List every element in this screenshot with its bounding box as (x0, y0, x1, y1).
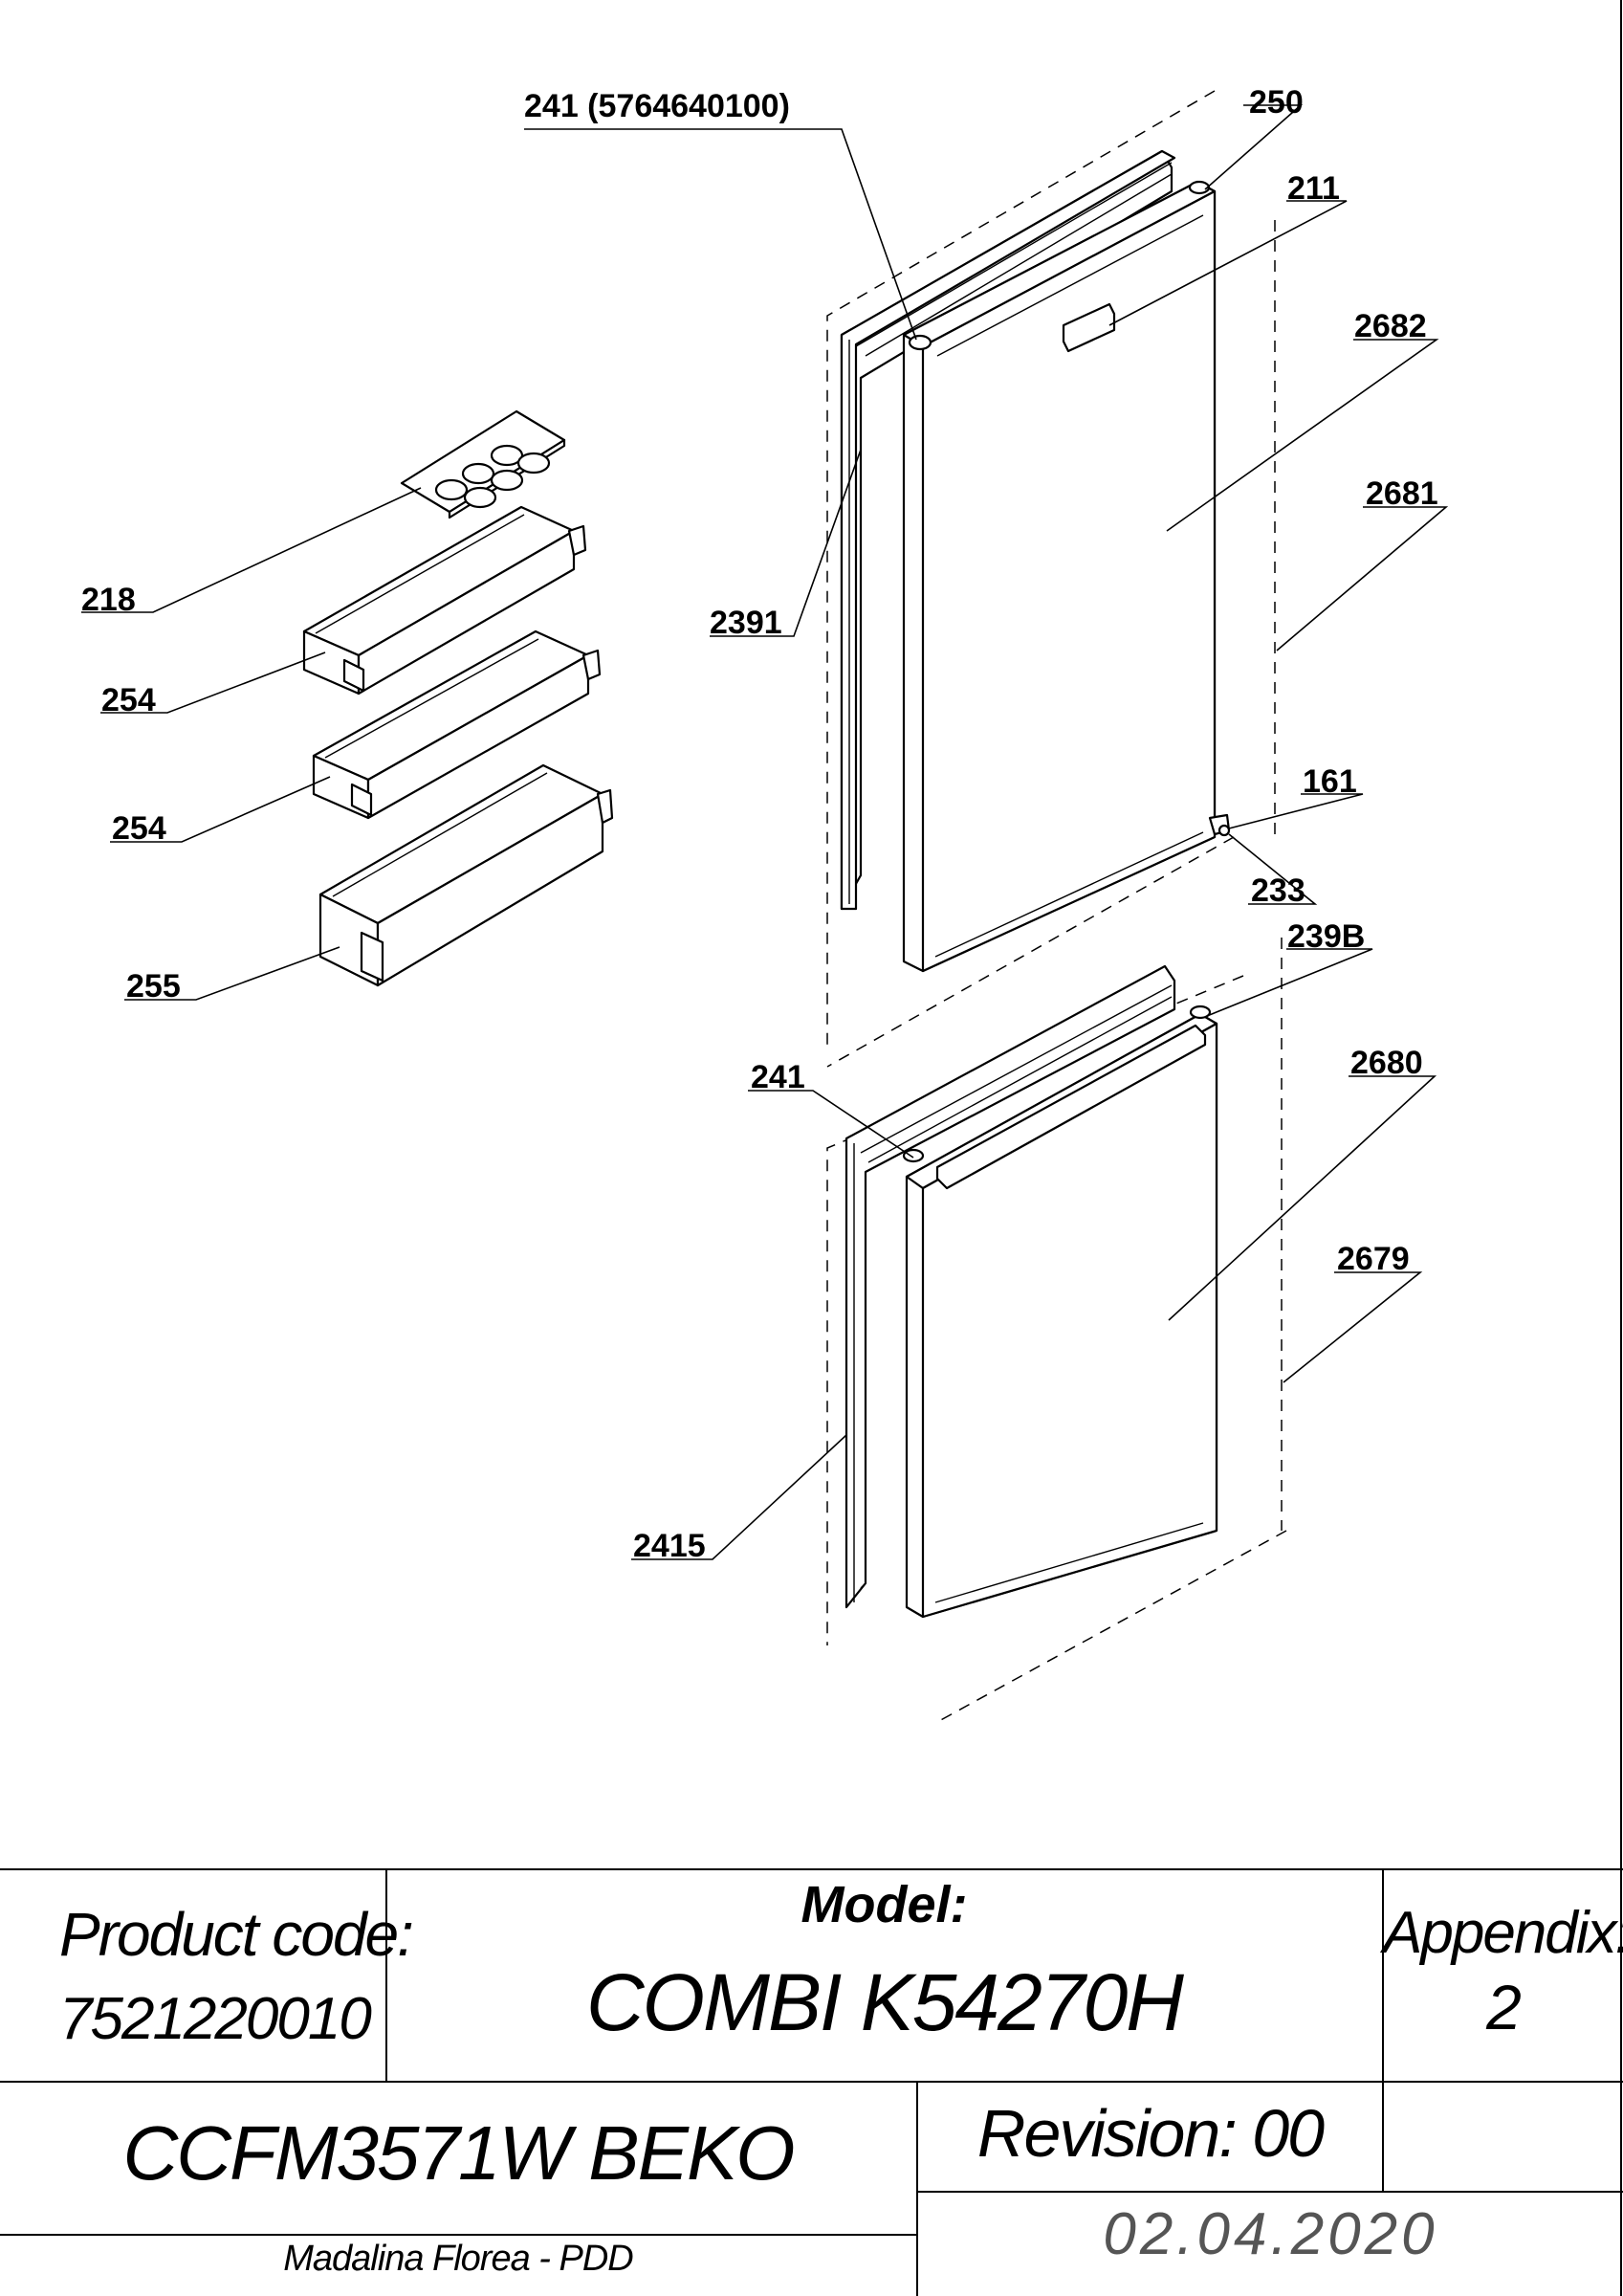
callout-233: 233 (1251, 872, 1305, 909)
callout-2679: 2679 (1337, 1241, 1410, 1277)
callout-161: 161 (1303, 763, 1357, 800)
callout-2680: 2680 (1350, 1045, 1423, 1081)
leader-lines (81, 104, 1449, 1560)
appendix-label: Appendix: (1383, 1900, 1623, 1966)
egg-tray (400, 409, 566, 519)
callout-241-top: 241 (5764640100) (524, 88, 790, 124)
callout-2682: 2682 (1354, 308, 1427, 344)
model-label: Model: (801, 1876, 968, 1933)
date: 02.04.2020 (1103, 2201, 1438, 2267)
callout-255: 255 (126, 968, 181, 1004)
model-value: COMBI K54270H (586, 1957, 1184, 2047)
bottom-door-panel (902, 1004, 1218, 1619)
door-bin-upper (302, 505, 587, 695)
callout-2415: 2415 (633, 1528, 706, 1564)
callout-2681: 2681 (1366, 475, 1438, 512)
appendix-value: 2 (1486, 1972, 1522, 2042)
door-bin-large (318, 763, 614, 987)
author: Madalina Florea - PDD (283, 2239, 633, 2279)
callout-254-middle: 254 (112, 810, 166, 847)
bottom-door-assembly (826, 938, 1287, 1723)
product-code-label: Product code: (59, 1900, 414, 1969)
callout-211: 211 (1287, 170, 1340, 207)
product-code-value: 7521220010 (59, 1986, 372, 2052)
top-door-panel (902, 180, 1231, 973)
bottom-door-gasket (844, 964, 1176, 1609)
callout-250: 250 (1249, 84, 1304, 121)
callout-254-upper: 254 (101, 682, 156, 718)
door-bin-middle (312, 629, 602, 820)
revision: Revision: 00 (976, 2096, 1325, 2171)
callout-2391: 2391 (710, 605, 782, 641)
variant-name: CCFM3571W BEKO (122, 2110, 795, 2196)
callout-218: 218 (81, 582, 136, 618)
callout-241-bottom: 241 (751, 1059, 805, 1095)
callout-239b: 239B (1287, 918, 1365, 955)
top-door-assembly (826, 90, 1276, 1068)
